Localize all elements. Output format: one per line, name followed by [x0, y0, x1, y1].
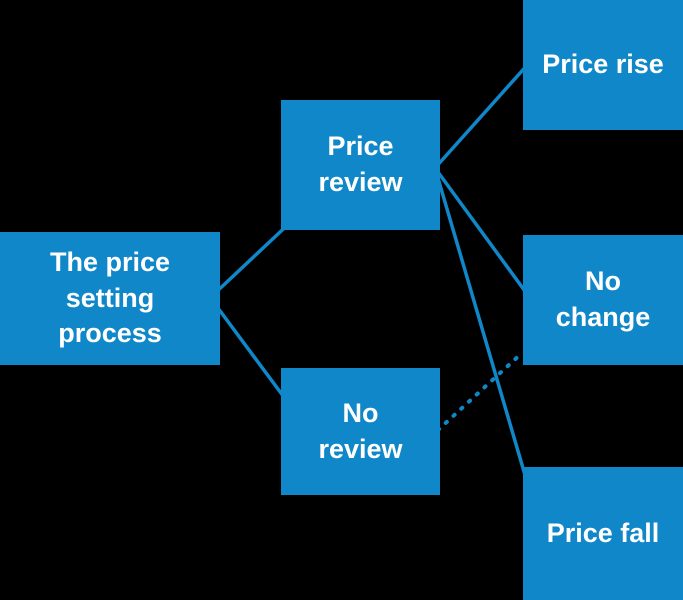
edge-price-review-price-rise: [433, 60, 532, 170]
edge-no-review-no-change-dotted: [436, 350, 525, 432]
edge-price-review-no-change: [433, 166, 532, 300]
node-no-review: No review: [281, 368, 440, 495]
node-price-rise: Price rise: [523, 0, 683, 130]
node-no-change: No change: [523, 235, 683, 365]
node-price-setting-process: The price setting process: [0, 232, 220, 365]
edge-price-review-price-fall: [433, 167, 532, 493]
node-price-fall: Price fall: [523, 467, 683, 600]
edge-root-price-review: [210, 216, 297, 298]
node-price-review: Price review: [281, 100, 440, 230]
